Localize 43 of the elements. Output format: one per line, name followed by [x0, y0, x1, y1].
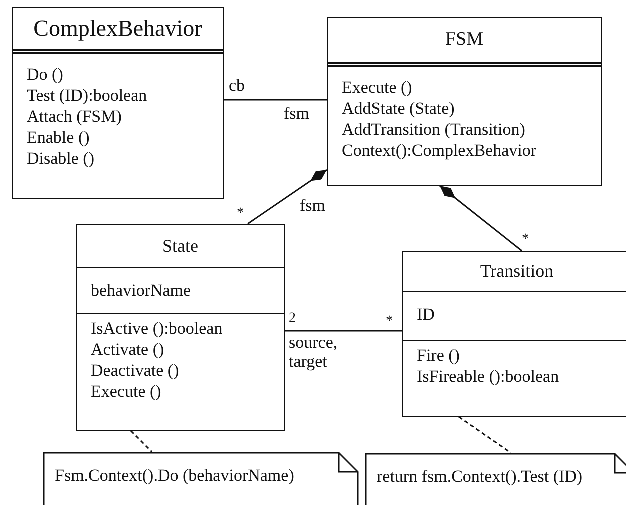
method-text: AddTransition (Transition) [342, 119, 526, 140]
method-text: Test (ID):boolean [27, 85, 148, 106]
composition-line [248, 169, 328, 225]
method-text: AddState (State) [342, 98, 455, 119]
method-text: Fire () [417, 345, 460, 366]
role-label: cb [229, 76, 246, 95]
role-label: fsm [284, 104, 310, 123]
note-box [43, 452, 359, 505]
note-box [365, 453, 626, 505]
method-text: Activate () [91, 339, 164, 360]
multiplicity-label: * [386, 315, 393, 329]
method-text: IsFireable ():boolean [417, 366, 560, 387]
composition-line [440, 185, 522, 252]
attribute-text: ID [417, 304, 435, 325]
multiplicity-label: * [522, 233, 529, 247]
attribute-text: behaviorName [91, 280, 192, 301]
multiplicity-label: * [237, 207, 244, 221]
method-text: Do () [27, 64, 64, 85]
method-text: Attach (FSM) [27, 106, 122, 127]
class-name: ComplexBehavior [34, 16, 202, 42]
note-connector [458, 416, 512, 454]
association-line [224, 99, 327, 101]
class-name: FSM [445, 29, 484, 51]
method-text: Execute () [342, 77, 412, 98]
class-name: State [162, 236, 198, 256]
class-box [327, 17, 602, 186]
note-text: Fsm.Context().Do (behaviorName) [55, 466, 294, 486]
method-text: Disable () [27, 148, 95, 169]
role-label: fsm [300, 196, 326, 215]
note-text: return fsm.Context().Test (ID) [377, 467, 583, 487]
method-text: Execute () [91, 381, 162, 402]
association-line [285, 330, 402, 332]
role-label: source, target [289, 333, 339, 371]
class-box [402, 251, 626, 417]
method-text: Context():ComplexBehavior [342, 140, 537, 161]
note-connector [130, 430, 153, 453]
method-text: Enable () [27, 127, 90, 148]
class-box [76, 224, 285, 431]
class-name: Transition [480, 261, 554, 282]
method-text: IsActive ():boolean [91, 318, 223, 339]
multiplicity-label: 2 [289, 312, 296, 326]
method-text: Deactivate () [91, 360, 180, 381]
class-box [12, 7, 224, 199]
